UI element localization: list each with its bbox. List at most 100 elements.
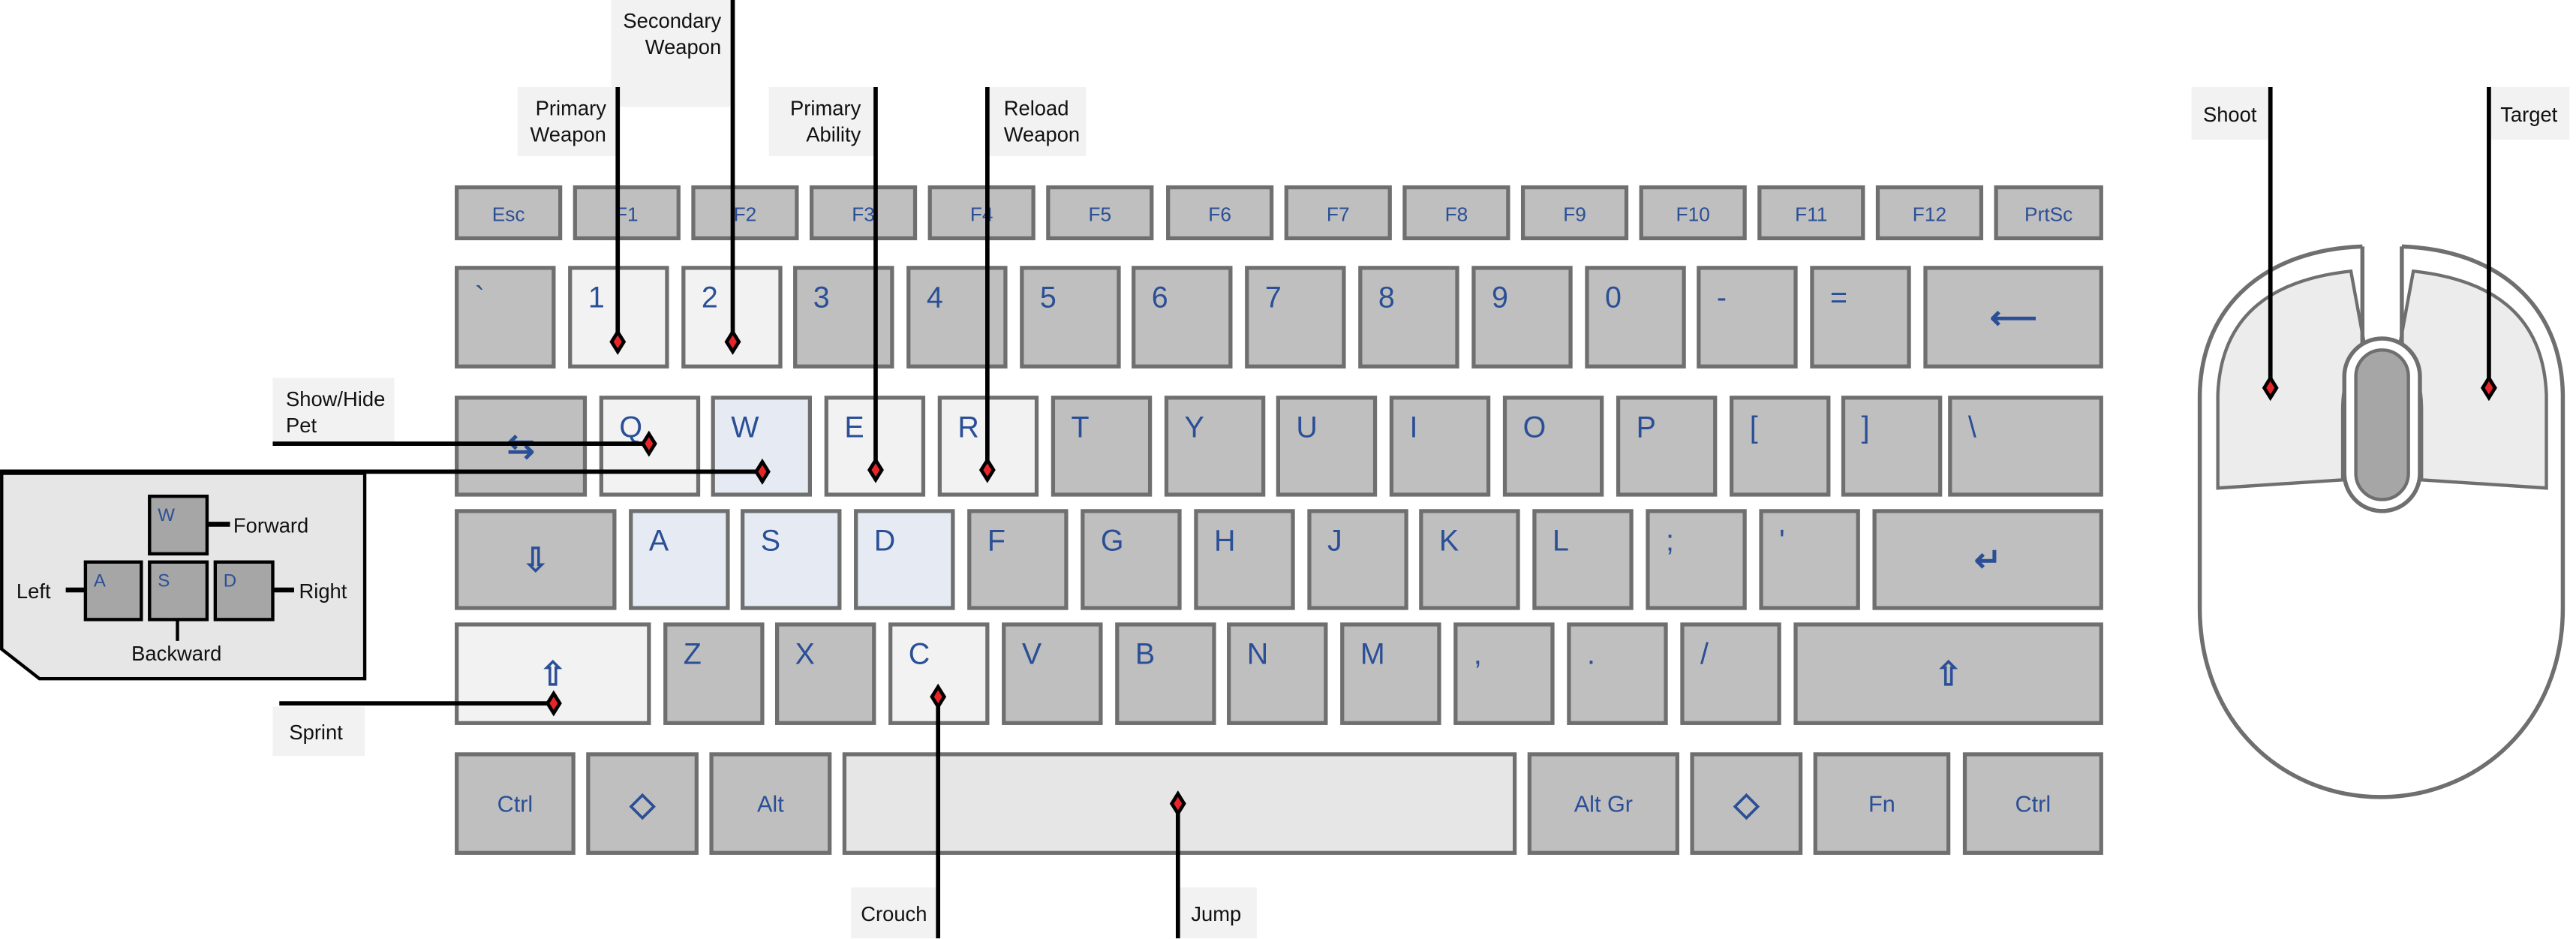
key-f10[interactable]: F10 [1639, 185, 1747, 241]
key-ctrl[interactable]: Ctrl [1962, 752, 2103, 855]
key-f5[interactable]: F5 [1046, 185, 1154, 241]
key-cap [1759, 509, 1860, 610]
key-7[interactable]: 7 [1245, 266, 1346, 369]
key-enter-arrow-icon[interactable]: ↵ [1872, 509, 2103, 610]
key-g[interactable]: G [1081, 509, 1182, 610]
key-t[interactable]: T [1051, 396, 1153, 497]
key-n[interactable]: N [1227, 622, 1328, 725]
key-label: Esc [492, 203, 525, 225]
key--[interactable]: ' [1759, 509, 1860, 610]
key-f3[interactable]: F3 [809, 185, 918, 241]
key-f9[interactable]: F9 [1520, 185, 1629, 241]
key--[interactable]: ] [1841, 396, 1943, 497]
key-f1[interactable]: F1 [573, 185, 681, 241]
key-cap [1502, 396, 1604, 497]
key-esc[interactable]: Esc [455, 185, 563, 241]
key-u[interactable]: U [1276, 396, 1378, 497]
key--[interactable]: / [1680, 622, 1781, 725]
key-k[interactable]: K [1419, 509, 1520, 610]
key-label: F11 [1795, 203, 1827, 225]
key-x[interactable]: X [774, 622, 876, 725]
key-cap [455, 185, 563, 241]
key-s[interactable]: S [741, 509, 842, 610]
key-prtsc[interactable]: PrtSc [1994, 185, 2103, 241]
key-windows-diamond-icon[interactable]: ◇ [1690, 752, 1803, 855]
key-ctrl[interactable]: Ctrl [455, 752, 576, 855]
key-b[interactable]: B [1115, 622, 1216, 725]
key--[interactable]: - [1697, 266, 1798, 369]
key-alt-gr[interactable]: Alt Gr [1527, 752, 1680, 855]
key-cap [1948, 396, 2103, 497]
key-v[interactable]: V [1002, 622, 1103, 725]
shift-arrow-icon: ⇧ [1934, 656, 1962, 693]
key-label: F9 [1563, 203, 1586, 225]
key-z[interactable]: Z [663, 622, 765, 725]
key-shift-arrow-icon[interactable]: ⇧ [1793, 622, 2103, 725]
key-cap [1340, 622, 1441, 725]
key-cap [586, 752, 699, 855]
key-h[interactable]: H [1194, 509, 1295, 610]
callout-reload-weapon-text: Weapon [1004, 122, 1080, 146]
key-f6[interactable]: F6 [1166, 185, 1274, 241]
key-o[interactable]: O [1502, 396, 1604, 497]
key-4[interactable]: 4 [906, 266, 1008, 369]
callout-secondary-weapon-text: Secondary [623, 9, 721, 32]
key-cap [1002, 622, 1103, 725]
key-fn[interactable]: Fn [1813, 752, 1951, 855]
key-cap [691, 185, 799, 241]
key-label: 6 [1152, 281, 1168, 314]
key-label: [ [1750, 411, 1758, 444]
key--[interactable]: [ [1729, 396, 1831, 497]
key-cap [1639, 185, 1747, 241]
key--[interactable]: ; [1646, 509, 1747, 610]
key-cap [1757, 185, 1865, 241]
key-label: F4 [970, 203, 993, 225]
key-cap [1020, 266, 1121, 369]
key-windows-diamond-icon[interactable]: ◇ [586, 752, 699, 855]
key-f12[interactable]: F12 [1875, 185, 1984, 241]
key-label: F12 [1913, 203, 1946, 225]
key-m[interactable]: M [1340, 622, 1441, 725]
key-f4[interactable]: F4 [927, 185, 1036, 241]
key-0[interactable]: 0 [1585, 266, 1686, 369]
key-f7[interactable]: F7 [1284, 185, 1392, 241]
key-l[interactable]: L [1532, 509, 1634, 610]
key-cap [709, 752, 832, 855]
key--[interactable]: ` [455, 266, 556, 369]
key-6[interactable]: 6 [1132, 266, 1233, 369]
key-cap [1166, 185, 1274, 241]
key-8[interactable]: 8 [1358, 266, 1459, 369]
key-cap [455, 396, 588, 497]
key-w[interactable]: W [711, 396, 813, 497]
key-j[interactable]: J [1307, 509, 1408, 610]
key-p[interactable]: P [1616, 396, 1718, 497]
key-tab-arrows-icon[interactable]: ⇆ [455, 396, 588, 497]
callout-reload-weapon-text: Reload [1004, 96, 1069, 119]
key-caps-lock-arrow-icon[interactable]: ⇩ [455, 509, 617, 610]
key-label: F6 [1208, 203, 1231, 225]
key-label: U [1296, 411, 1317, 444]
key--[interactable]: \ [1948, 396, 2103, 497]
key-f11[interactable]: F11 [1757, 185, 1865, 241]
key--[interactable]: . [1567, 622, 1668, 725]
key-f2[interactable]: F2 [691, 185, 799, 241]
key-i[interactable]: I [1389, 396, 1491, 497]
key--[interactable]: , [1453, 622, 1555, 725]
key-cap [1307, 509, 1408, 610]
key-y[interactable]: Y [1164, 396, 1266, 497]
key-9[interactable]: 9 [1471, 266, 1573, 369]
key-alt[interactable]: Alt [709, 752, 832, 855]
key-f[interactable]: F [967, 509, 1069, 610]
key--[interactable]: = [1810, 266, 1911, 369]
key-cap [1051, 396, 1153, 497]
key-cap [1680, 622, 1781, 725]
key-f8[interactable]: F8 [1402, 185, 1510, 241]
key-a[interactable]: A [629, 509, 730, 610]
key-5[interactable]: 5 [1020, 266, 1121, 369]
forward-label: Forward [233, 513, 308, 537]
key-cap [927, 185, 1036, 241]
key-label: F2 [734, 203, 757, 225]
key-d[interactable]: D [854, 509, 955, 610]
key-backspace-arrow-icon[interactable]: ⟵ [1923, 266, 2103, 369]
